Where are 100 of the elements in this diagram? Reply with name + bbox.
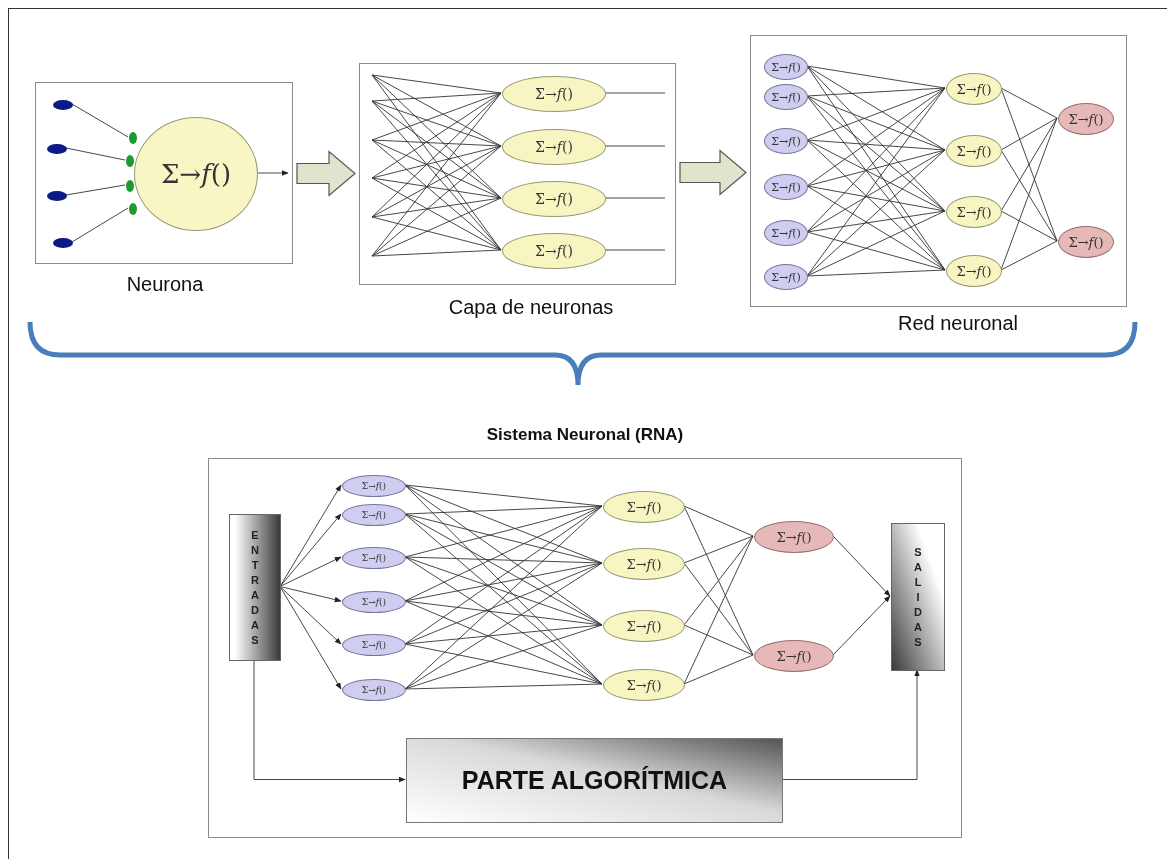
neuron-ellipse: Σ→f() bbox=[603, 548, 685, 580]
connector-line bbox=[604, 145, 666, 147]
connector-line bbox=[806, 185, 946, 271]
connector-line bbox=[371, 197, 502, 257]
connector-line bbox=[371, 145, 502, 179]
connector-line bbox=[65, 147, 126, 161]
neuron-ellipse: Σ→f() bbox=[764, 264, 808, 290]
neuron-ellipse: Σ→f() bbox=[603, 669, 685, 701]
connector-line bbox=[371, 100, 502, 199]
neuron-ellipse: Σ→f() bbox=[764, 84, 808, 110]
connector-line bbox=[371, 139, 502, 147]
vertical-label: SALIDAS bbox=[914, 544, 922, 650]
connector-line bbox=[604, 92, 666, 94]
connector-line bbox=[1000, 210, 1058, 242]
connector-line bbox=[1000, 240, 1058, 271]
connector-line bbox=[806, 95, 946, 212]
neuron-ellipse: Σ→f() bbox=[946, 255, 1002, 287]
neuron-ellipse: Σ→f() bbox=[502, 76, 606, 112]
connector-line bbox=[71, 103, 129, 138]
connector-line bbox=[806, 210, 946, 233]
connector-line bbox=[371, 92, 502, 102]
neuron-ellipse: Σ→f() bbox=[134, 117, 258, 231]
connector-line bbox=[371, 139, 502, 199]
neuron-ellipse: Σ→f() bbox=[764, 54, 808, 80]
connector-line bbox=[404, 600, 603, 685]
neuron-ellipse: Σ→f() bbox=[764, 128, 808, 154]
connector-line bbox=[404, 556, 603, 564]
connector-line bbox=[683, 562, 754, 656]
connector-line bbox=[604, 249, 666, 251]
connector-line bbox=[1000, 87, 1058, 242]
connector-line bbox=[806, 139, 946, 212]
connector-line bbox=[806, 87, 946, 187]
connector-line bbox=[404, 484, 603, 626]
neuron-ellipse: Σ→f() bbox=[1058, 226, 1114, 258]
connector-line bbox=[404, 505, 603, 515]
vertical-label: ENTRADAS bbox=[251, 527, 259, 648]
input-dot bbox=[53, 238, 73, 248]
connector-line bbox=[1000, 117, 1058, 151]
connector-line bbox=[404, 683, 603, 690]
connector-line bbox=[683, 535, 754, 564]
input-dot bbox=[47, 191, 67, 201]
section-title: Sistema Neuronal (RNA) bbox=[486, 425, 684, 444]
synapse-dot bbox=[129, 132, 137, 144]
block-arrow bbox=[679, 149, 747, 196]
panel-caption: Neurona bbox=[126, 273, 204, 296]
connector-line bbox=[371, 177, 502, 199]
input-dot bbox=[53, 100, 73, 110]
connector-line bbox=[806, 149, 946, 187]
connector-line bbox=[371, 92, 502, 218]
neuron-ellipse: Σ→f() bbox=[342, 679, 406, 701]
algorithm-box bbox=[406, 738, 783, 823]
connector-line bbox=[1000, 149, 1058, 242]
connector-line bbox=[806, 210, 946, 277]
connector-line bbox=[371, 92, 502, 141]
connector-line bbox=[1000, 117, 1058, 271]
neuron-ellipse: Σ→f() bbox=[754, 640, 834, 672]
connector-line bbox=[404, 624, 603, 690]
neuron-ellipse: Σ→f() bbox=[764, 220, 808, 246]
connector-line bbox=[806, 185, 946, 212]
connector-line bbox=[683, 535, 754, 685]
panel-caption: Red neuronal bbox=[897, 312, 1019, 335]
connector-line bbox=[371, 249, 502, 257]
connector-line bbox=[1000, 87, 1058, 119]
block-arrow bbox=[296, 150, 356, 197]
connector-line bbox=[404, 505, 603, 602]
connector-line bbox=[806, 87, 946, 141]
neuron-ellipse: Σ→f() bbox=[603, 610, 685, 642]
block-label: PARTE ALGORÍTMICA bbox=[461, 766, 728, 795]
neuron-ellipse: Σ→f() bbox=[502, 181, 606, 217]
connector-line bbox=[806, 65, 946, 212]
panel-frame bbox=[750, 35, 1127, 307]
connector-line bbox=[404, 624, 603, 645]
connector-line bbox=[71, 207, 129, 243]
connector-line bbox=[371, 100, 502, 147]
neuron-ellipse: Σ→f() bbox=[1058, 103, 1114, 135]
neuron-ellipse: Σ→f() bbox=[342, 591, 406, 613]
neuron-ellipse: Σ→f() bbox=[502, 233, 606, 269]
connector-line bbox=[806, 87, 946, 97]
connector-line bbox=[604, 197, 666, 199]
connector-line bbox=[404, 556, 603, 626]
neuron-ellipse: Σ→f() bbox=[946, 196, 1002, 228]
connector-line bbox=[806, 65, 946, 151]
neuron-ellipse: Σ→f() bbox=[603, 491, 685, 523]
connector-line bbox=[371, 177, 502, 251]
neuron-ellipse: Σ→f() bbox=[342, 475, 406, 497]
connector-line bbox=[806, 95, 946, 151]
panel-caption: Capa de neuronas bbox=[448, 296, 614, 319]
input-bar bbox=[229, 514, 281, 661]
neuron-ellipse: Σ→f() bbox=[754, 521, 834, 553]
panel-frame bbox=[35, 82, 293, 264]
connector-line bbox=[806, 139, 946, 151]
connector-line bbox=[371, 197, 502, 218]
synapse-dot bbox=[126, 155, 134, 167]
output-bar bbox=[891, 523, 945, 671]
neuron-ellipse: Σ→f() bbox=[946, 135, 1002, 167]
connector-line bbox=[1000, 117, 1058, 212]
neuron-ellipse: Σ→f() bbox=[764, 174, 808, 200]
connector-line bbox=[806, 269, 946, 277]
neuron-ellipse: Σ→f() bbox=[342, 504, 406, 526]
synapse-dot bbox=[129, 203, 137, 215]
